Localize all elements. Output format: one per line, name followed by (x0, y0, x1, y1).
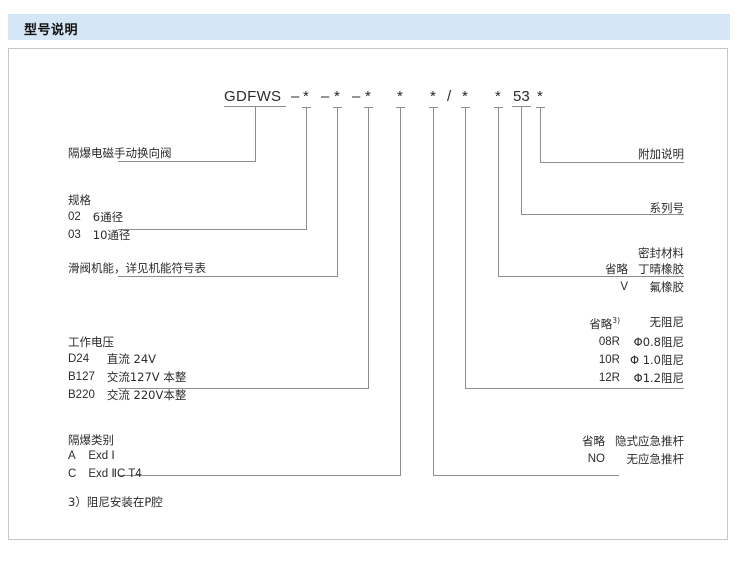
spec-code-1: 03 (68, 229, 81, 241)
label-spool-function: 滑阀机能，详见机能符号表 (68, 261, 206, 275)
damping-desc-1: Φ0.8阻尼 (633, 334, 684, 349)
table-row: D24 直流 24V (68, 351, 186, 369)
leader-spec-h (118, 229, 307, 230)
code-dash-1: – (291, 88, 300, 105)
explosion-code-1: C (68, 468, 77, 480)
seal-code-1: V (620, 281, 628, 293)
model-code-brand: GDFWS (224, 88, 282, 105)
code-dash-2: – (321, 88, 330, 105)
leader-product-name-v (255, 107, 256, 162)
code-star-2: * (334, 88, 340, 105)
leader-emergency-h (433, 475, 619, 476)
code-slash: / (447, 88, 452, 105)
leader-damping-h (465, 388, 684, 389)
damping-desc-0: 无阻尼 (649, 315, 685, 330)
spec-desc-1: 10通径 (92, 228, 131, 242)
label-voltage-title: 工作电压 (68, 335, 114, 349)
voltage-desc-0: 直流 24V (106, 352, 157, 366)
code-star-3: * (365, 88, 371, 105)
label-product-name: 隔爆电磁手动换向阀 (68, 146, 172, 160)
seal-desc-1: 氟橡胶 (649, 280, 685, 294)
seal-desc-0: 丁晴橡胶 (638, 262, 684, 276)
code-star-6: * (462, 88, 468, 105)
emergency-desc-1: 无应急推杆 (626, 452, 685, 466)
leader-additional-v (540, 107, 541, 163)
code-series-number: 53 (513, 88, 530, 105)
leader-explosion-v (400, 107, 401, 476)
leader-seal-h (498, 276, 684, 277)
table-row: 08R Φ0.8阻尼 (589, 334, 684, 352)
leader-additional-h (540, 162, 684, 163)
table-row: A Exd Ⅰ (68, 448, 142, 466)
seal-code-0: 省略 (605, 262, 628, 276)
code-dash-3: – (352, 88, 361, 105)
damping-footnote-marker: 3) (612, 316, 620, 325)
table-row: C Exd ⅡC T4 (68, 466, 142, 484)
seal-material-options-table: 省略 丁晴橡胶 V 氟橡胶 (605, 261, 684, 297)
label-explosion-title: 隔爆类别 (68, 433, 114, 447)
table-row: B127 交流127V 本整 (68, 369, 186, 387)
leader-spool-h (118, 276, 338, 277)
section-header-bar (8, 14, 730, 40)
table-row: 省略 丁晴橡胶 (605, 261, 684, 279)
emergency-code-1: NO (587, 453, 605, 465)
emergency-desc-0: 隐式应急推杆 (615, 434, 684, 448)
damping-code-1: 08R (598, 335, 620, 348)
page-title: 型号说明 (24, 23, 79, 38)
table-row: 12R Φ1.2阻尼 (589, 370, 684, 388)
leader-explosion-h (118, 475, 401, 476)
leader-voltage-h (118, 388, 369, 389)
table-row: 10R Φ 1.0阻尼 (589, 352, 684, 370)
leader-voltage-v (368, 107, 369, 389)
leader-product-name-h (118, 161, 256, 162)
voltage-desc-1: 交流127V 本整 (106, 370, 187, 384)
table-row: V 氟橡胶 (605, 279, 684, 297)
voltage-code-0: D24 (68, 353, 90, 365)
label-spec-title: 规格 (68, 193, 91, 207)
voltage-options-table: D24 直流 24V B127 交流127V 本整 B220 交流 220V本整 (68, 351, 186, 405)
leader-series-v (521, 107, 522, 215)
series-underline (512, 106, 531, 107)
leader-spool-v (337, 107, 338, 277)
explosion-desc-1: Exd ⅡC T4 (88, 468, 142, 480)
code-star-8: * (537, 88, 543, 105)
code-star-4: * (397, 88, 403, 105)
table-row: 省略3) 无阻尼 (589, 313, 684, 334)
label-series-number: 系列号 (649, 201, 685, 215)
damping-desc-3: Φ1.2阻尼 (633, 370, 684, 385)
voltage-code-1: B127 (68, 371, 95, 383)
voltage-desc-2: 交流 220V本整 (106, 388, 187, 402)
label-footnote: 3）阻尼安装在P腔 (68, 495, 163, 509)
emergency-rod-options-table: 省略 隐式应急推杆 NO 无应急推杆 (582, 433, 684, 469)
explosion-desc-0: Exd Ⅰ (88, 450, 115, 462)
leader-spec-v (306, 107, 307, 230)
spec-desc-0: 6通径 (92, 210, 124, 224)
table-row: NO 无应急推杆 (582, 451, 684, 469)
label-seal-material-title: 密封材料 (638, 246, 684, 260)
damping-code-3: 12R (598, 371, 620, 384)
leader-emergency-v (433, 107, 434, 476)
code-star-5: * (430, 88, 436, 105)
leader-damping-v (465, 107, 466, 389)
damping-options-table: 省略3) 无阻尼 08R Φ0.8阻尼 10R Φ 1.0阻尼 12R Φ1.2… (589, 313, 684, 388)
label-additional-description: 附加说明 (638, 147, 684, 161)
explosion-code-0: A (68, 450, 76, 462)
table-row: 03 10通径 (68, 227, 130, 245)
emergency-code-0: 省略 (582, 434, 605, 448)
spec-options-table: 02 6通径 03 10通径 (68, 209, 130, 245)
leader-series-h (521, 214, 684, 215)
table-row: 省略 隐式应急推杆 (582, 433, 684, 451)
voltage-code-2: B220 (68, 389, 95, 401)
damping-desc-2: Φ 1.0阻尼 (630, 352, 684, 367)
code-star-7: * (495, 88, 501, 105)
table-row: B220 交流 220V本整 (68, 387, 186, 405)
table-row: 02 6通径 (68, 209, 130, 227)
brand-underline (224, 106, 286, 107)
explosion-options-table: A Exd Ⅰ C Exd ⅡC T4 (68, 448, 142, 484)
damping-code-0: 省略3) (589, 316, 620, 331)
spec-code-0: 02 (68, 211, 81, 223)
leader-seal-v (498, 107, 499, 277)
damping-code-2: 10R (598, 353, 620, 366)
code-star-1: * (303, 88, 309, 105)
